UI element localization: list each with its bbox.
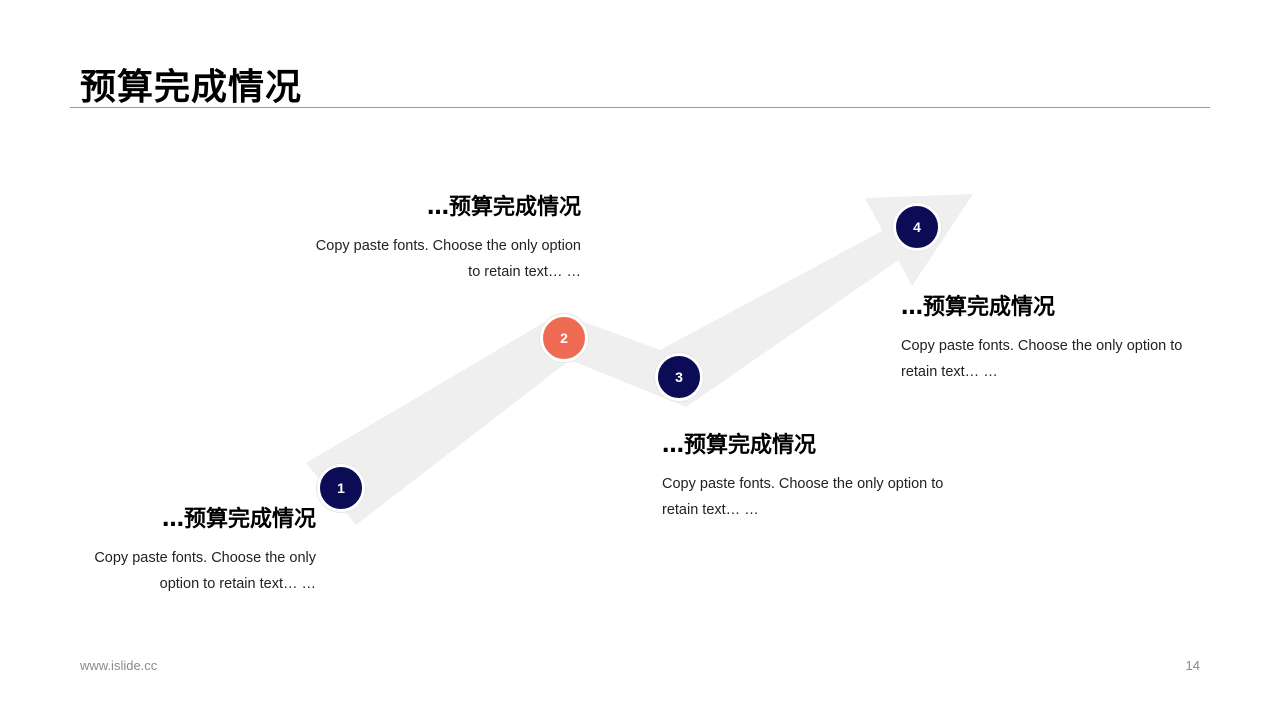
step-2-text-block: …预算完成情况 Copy paste fonts. Choose the onl… xyxy=(300,193,581,285)
step-4-description: Copy paste fonts. Choose the only option… xyxy=(901,338,1183,380)
step-2-marker: 2 xyxy=(540,314,588,362)
step-2-description: Copy paste fonts. Choose the only option… xyxy=(315,238,581,280)
step-1-heading: …预算完成情况 xyxy=(161,507,316,532)
step-3-heading: …预算完成情况 xyxy=(662,433,817,458)
zigzag-arrow-shaft xyxy=(306,223,906,525)
step-1-description: Copy paste fonts. Choose the only option… xyxy=(94,550,316,592)
step-1-marker: 1 xyxy=(317,464,365,512)
step-3-description: Copy paste fonts. Choose the only option… xyxy=(662,476,944,518)
step-4-marker: 4 xyxy=(893,203,941,251)
page-number: 14 xyxy=(1185,658,1200,673)
step-3-marker: 3 xyxy=(655,353,703,401)
page-title: 预算完成情况 xyxy=(80,67,303,108)
step-4-heading: …预算完成情况 xyxy=(901,295,1056,320)
footer-website: www.islide.cc xyxy=(80,658,158,673)
step-1-text-block: …预算完成情况 Copy paste fonts. Choose the onl… xyxy=(80,505,316,597)
step-4-text-block: …预算完成情况 Copy paste fonts. Choose the onl… xyxy=(901,293,1201,385)
step-2-heading: …预算完成情况 xyxy=(426,195,581,220)
step-3-text-block: …预算完成情况 Copy paste fonts. Choose the onl… xyxy=(662,431,962,523)
title-divider xyxy=(70,107,1210,108)
